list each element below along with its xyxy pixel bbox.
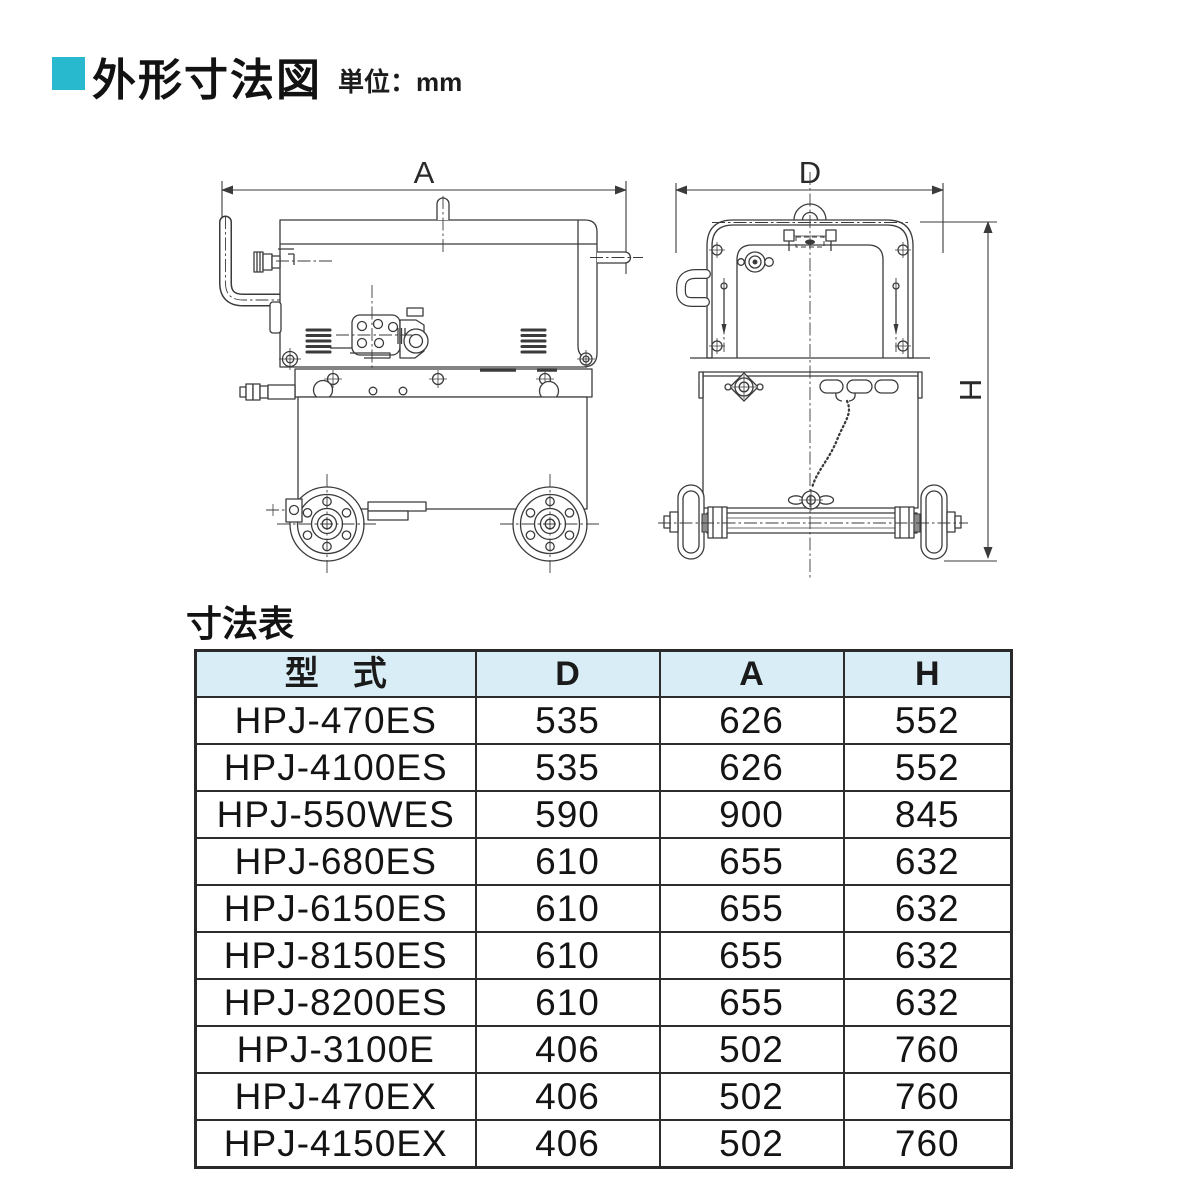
model-cell: HPJ-680ES xyxy=(194,837,477,886)
d-value-cell: 610 xyxy=(474,837,661,886)
a-value-cell: 502 xyxy=(658,1072,845,1121)
vent-right xyxy=(520,328,547,354)
model-cell: HPJ-470ES xyxy=(194,696,477,745)
model-cell: HPJ-3100E xyxy=(194,1025,477,1074)
a-value-cell: 655 xyxy=(658,978,845,1027)
d-value-cell: 610 xyxy=(474,884,661,933)
section-marker xyxy=(52,57,85,90)
model-cell: HPJ-550WES xyxy=(194,790,477,839)
table-row: HPJ-8200ES 610 655 632 xyxy=(194,978,1013,1027)
a-value-cell: 655 xyxy=(658,931,845,980)
a-value-cell: 626 xyxy=(658,743,845,792)
a-value-cell: 655 xyxy=(658,837,845,886)
d-value-cell: 406 xyxy=(474,1025,661,1074)
model-cell: HPJ-4100ES xyxy=(194,743,477,792)
model-cell: HPJ-470EX xyxy=(194,1072,477,1121)
d-value-cell: 406 xyxy=(474,1072,661,1121)
unit-label: 単位：mm xyxy=(338,67,463,97)
d-value-cell: 610 xyxy=(474,978,661,1027)
model-cell: HPJ-8200ES xyxy=(194,978,477,1027)
table-row: HPJ-4150EX 406 502 760 xyxy=(194,1119,1013,1169)
dimension-table-body: HPJ-470ES 535 626 552 HPJ-4100ES 535 626… xyxy=(194,696,1013,1169)
model-cell: HPJ-6150ES xyxy=(194,884,477,933)
h-value-cell: 632 xyxy=(842,837,1013,886)
table-heading: 寸法表 xyxy=(186,603,295,644)
table-row: HPJ-550WES 590 900 845 xyxy=(194,790,1013,839)
table-row: HPJ-470ES 535 626 552 xyxy=(194,696,1013,745)
table-header-row: 型 式 D A H xyxy=(194,649,1013,698)
a-value-cell: 502 xyxy=(658,1025,845,1074)
column-header-model: 型 式 xyxy=(194,649,477,698)
front-view-drawing: D H xyxy=(658,155,997,578)
d-value-cell: 590 xyxy=(474,790,661,839)
h-value-cell: 552 xyxy=(842,696,1013,745)
table-row: HPJ-8150ES 610 655 632 xyxy=(194,931,1013,980)
a-value-cell: 626 xyxy=(658,696,845,745)
side-wheel-left xyxy=(277,474,377,576)
side-view-drawing: A xyxy=(219,155,643,576)
a-value-cell: 502 xyxy=(658,1119,845,1169)
dim-label-h: H xyxy=(953,379,988,401)
table-row: HPJ-680ES 610 655 632 xyxy=(194,837,1013,886)
front-wheel-left xyxy=(677,484,705,560)
table-row: HPJ-470EX 406 502 760 xyxy=(194,1072,1013,1121)
d-value-cell: 535 xyxy=(474,743,661,792)
table-row: HPJ-6150ES 610 655 632 xyxy=(194,884,1013,933)
model-cell: HPJ-8150ES xyxy=(194,931,477,980)
vent-left xyxy=(305,328,332,354)
h-value-cell: 632 xyxy=(842,884,1013,933)
a-value-cell: 655 xyxy=(658,884,845,933)
h-value-cell: 845 xyxy=(842,790,1013,839)
d-value-cell: 535 xyxy=(474,696,661,745)
column-header-d: D xyxy=(474,649,661,698)
h-value-cell: 760 xyxy=(842,1025,1013,1074)
d-value-cell: 406 xyxy=(474,1119,661,1169)
table-row: HPJ-3100E 406 502 760 xyxy=(194,1025,1013,1074)
column-header-a: A xyxy=(658,649,845,698)
side-wheel-right xyxy=(500,474,600,576)
model-cell: HPJ-4150EX xyxy=(194,1119,477,1169)
dim-label-a: A xyxy=(414,155,435,190)
d-value-cell: 610 xyxy=(474,931,661,980)
table-row: HPJ-4100ES 535 626 552 xyxy=(194,743,1013,792)
h-value-cell: 632 xyxy=(842,931,1013,980)
h-value-cell: 760 xyxy=(842,1072,1013,1121)
h-value-cell: 552 xyxy=(842,743,1013,792)
column-header-h: H xyxy=(842,649,1013,698)
a-value-cell: 900 xyxy=(658,790,845,839)
page-title: 外形寸法図 xyxy=(92,56,322,105)
band-bolts xyxy=(324,370,554,388)
dimension-table: 型 式 D A H HPJ-470ES 535 626 552 HPJ-4100… xyxy=(194,649,1013,1169)
h-value-cell: 760 xyxy=(842,1119,1013,1169)
h-value-cell: 632 xyxy=(842,978,1013,1027)
front-wheel-right xyxy=(920,484,948,560)
